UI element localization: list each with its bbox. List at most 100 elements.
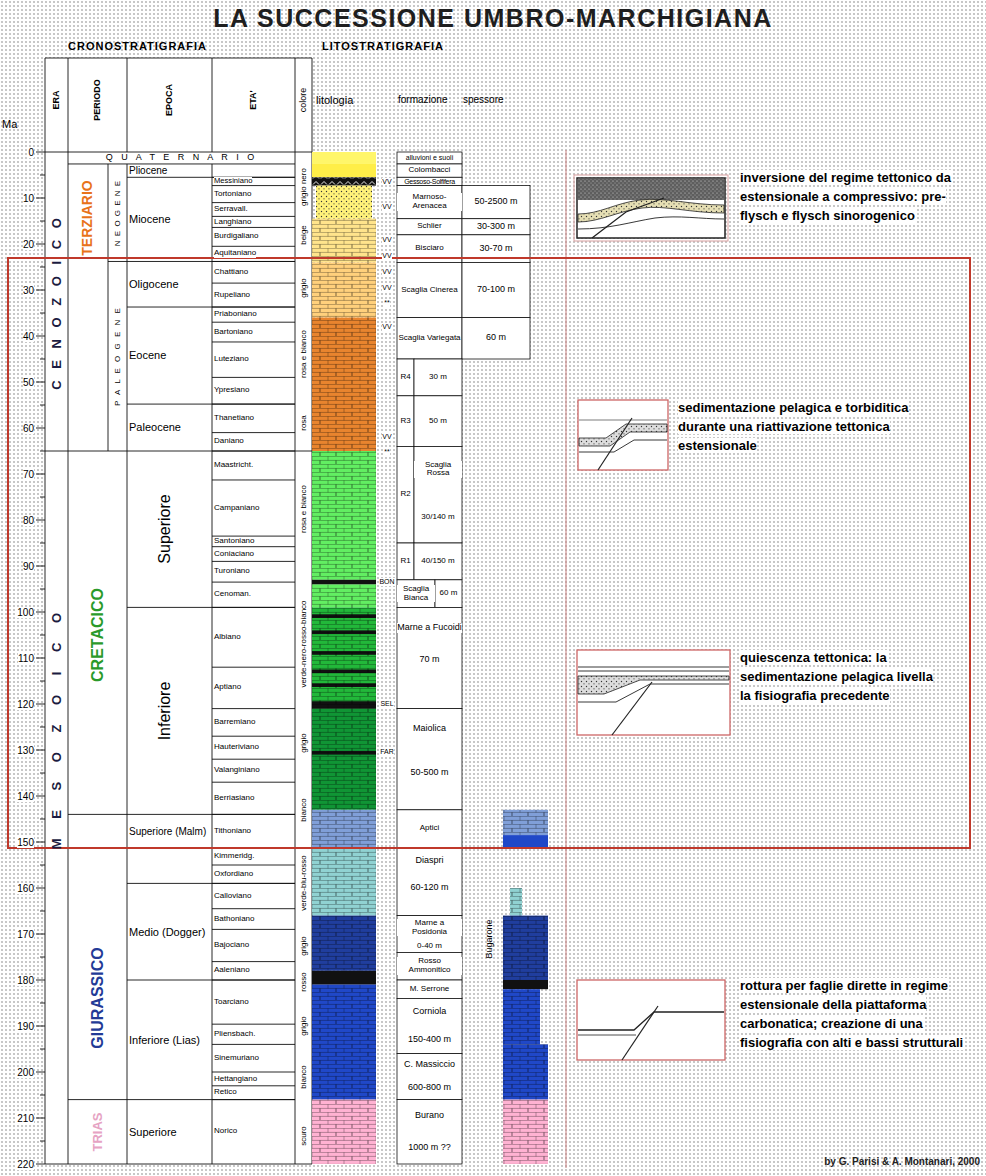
label-text: 0 [28,147,34,158]
label-text: Tithoniano [214,827,251,836]
sketch-frame [574,175,728,241]
flysch-stipple [578,179,724,200]
lithology-pattern [312,177,376,185]
grid-line [36,1164,45,1165]
grid-line [212,561,295,562]
lithology-pattern [312,219,376,263]
grid-line [40,267,45,268]
formation-text: Rosso Ammonitico [397,952,462,980]
grid-line [40,359,45,360]
label-text: Rupeliano [214,291,250,300]
grid-line [40,405,45,406]
label-text: 190 [17,1021,34,1032]
lithology-block [312,152,376,164]
lithology-pattern [312,848,376,916]
grid-line [212,202,295,203]
label-text: 210 [17,1113,34,1124]
lithology-marker: VV [377,282,397,294]
label-text: P A L E O G E N E [112,306,121,406]
grid-line [40,175,45,176]
colour-note: grigio [299,733,308,753]
grid-line [212,908,295,909]
formation-text: 0-40 m [397,940,462,953]
lithology-pattern [312,1100,376,1164]
label-text: Luteziano [214,355,249,364]
formation-cell [397,359,414,396]
formation-cell [397,916,462,953]
lithology-block [312,607,376,708]
colour-note: bianco [299,798,308,822]
lithology-marker: VV [377,266,397,278]
lithology-marker: FAR [377,746,397,758]
label-text: PERIODO [92,79,102,121]
grid-line [40,865,45,866]
tectonic-note: inversione del regime tettonico da esten… [740,168,962,225]
table-ground [45,58,312,1164]
label-text: 60-120 m [410,883,448,893]
grid-line [295,58,296,1164]
lithology-block [312,580,376,585]
lithology-pattern [503,1100,548,1164]
formation-text: 50-500 m [397,759,462,787]
label-text: grigio nero [298,168,307,206]
grid-line [68,1099,295,1100]
grid-line [36,1026,45,1027]
period-name: TERZIARIO [80,180,95,255]
label-text: 150-400 m [408,1035,451,1045]
label-text: Aptiano [214,683,241,692]
lithology-block [503,810,548,835]
label-text: VV [382,203,391,211]
label-text: ERA [51,90,61,109]
label-text: Bugarone [484,919,494,958]
formation-text: R1 [397,543,414,580]
formation-text: Scaglia Cinerea [397,262,462,317]
label-text: 200 [17,1067,34,1078]
label-text: BON [379,578,394,586]
formation-text: 60 m [462,318,530,359]
grid-line [36,750,45,751]
epoch-name: Superiore [156,495,174,564]
grid-line [36,842,45,843]
grid-line [127,177,295,178]
formation-cell [414,396,462,447]
formation-cell [414,359,462,396]
label-text: Daniano [214,437,244,446]
label-text: Ypresiano [214,386,249,395]
lithology-pattern [312,607,376,708]
grid-line [36,612,45,613]
label-text: alluvioni e suoli [406,154,453,162]
grid-line [40,1095,45,1096]
flysch-fill [578,179,724,200]
grid-line [108,164,109,451]
age-name: Burdigaliano [214,227,295,246]
lithology-marker: ** [377,297,397,309]
label-text: 70 [23,469,34,480]
formation-text: 70 m [397,649,462,672]
column-header: litologia [316,94,388,106]
formation-cell [397,1054,462,1100]
label-text: colore [298,88,308,113]
grid-line [36,428,45,429]
divider-line [566,150,567,1168]
formation-text: Burano [397,1100,462,1132]
label-text: Sinemuriano [214,1054,259,1063]
label-text: 110 [18,653,34,664]
grid-line [127,58,128,152]
label-text: CRONOSTRATIGRAFIA [68,40,207,52]
normal-fault [622,1006,658,1060]
label-text: Maastricht. [214,461,253,470]
grid-line [36,244,45,245]
label-text: SEL [380,700,393,708]
formation-cell [397,607,462,708]
label-text: 600-800 m [408,1083,451,1093]
lithology-pattern [503,810,548,835]
axis-tick-label: 70 [2,468,34,480]
label-text: VV [382,433,391,441]
grid-line [212,479,295,480]
layer-line [579,440,667,452]
lithology-marker: VV [377,201,397,213]
formation-cell [462,262,530,317]
layer-line [579,420,667,421]
label-text: FAR [380,748,394,756]
